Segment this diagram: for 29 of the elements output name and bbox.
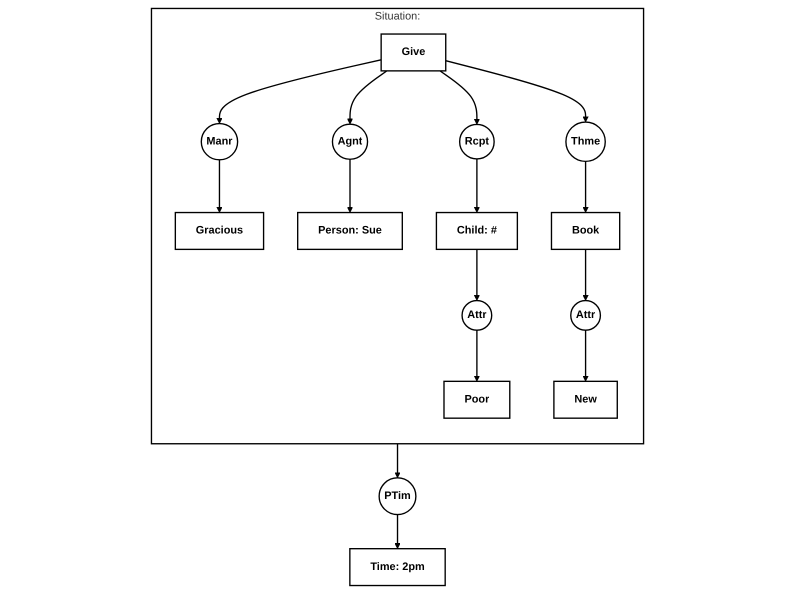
node-circle: Manr <box>201 122 239 161</box>
node-circle: Attr <box>570 300 602 331</box>
arrow <box>395 514 401 549</box>
arrow <box>474 249 480 301</box>
arrow <box>583 161 590 213</box>
arrow <box>583 330 590 382</box>
node-circle: Attr <box>462 300 493 331</box>
arrow <box>474 330 480 382</box>
arrow <box>395 444 401 478</box>
node-circle: Agnt <box>332 123 369 160</box>
node-box: Poor <box>444 380 511 419</box>
node-circle: Thme <box>566 121 606 162</box>
arrow <box>347 159 354 213</box>
arrow <box>216 59 382 124</box>
node-box: New <box>554 380 618 419</box>
arrow <box>347 70 388 124</box>
node-box: Give <box>380 33 447 72</box>
arrow <box>583 249 590 301</box>
node-box: Book <box>551 212 621 250</box>
node-box: Time: 2pm <box>350 548 446 586</box>
arrow <box>216 160 223 213</box>
node-circle: Rcpt <box>459 124 496 160</box>
arrow <box>446 60 590 122</box>
arrow <box>474 158 480 213</box>
node-box: Child: # <box>436 212 519 250</box>
arrow <box>440 70 480 125</box>
node-circle: PTim <box>378 477 418 516</box>
node-box: Person: Sue <box>298 212 404 250</box>
node-box: Gracious <box>175 212 265 250</box>
